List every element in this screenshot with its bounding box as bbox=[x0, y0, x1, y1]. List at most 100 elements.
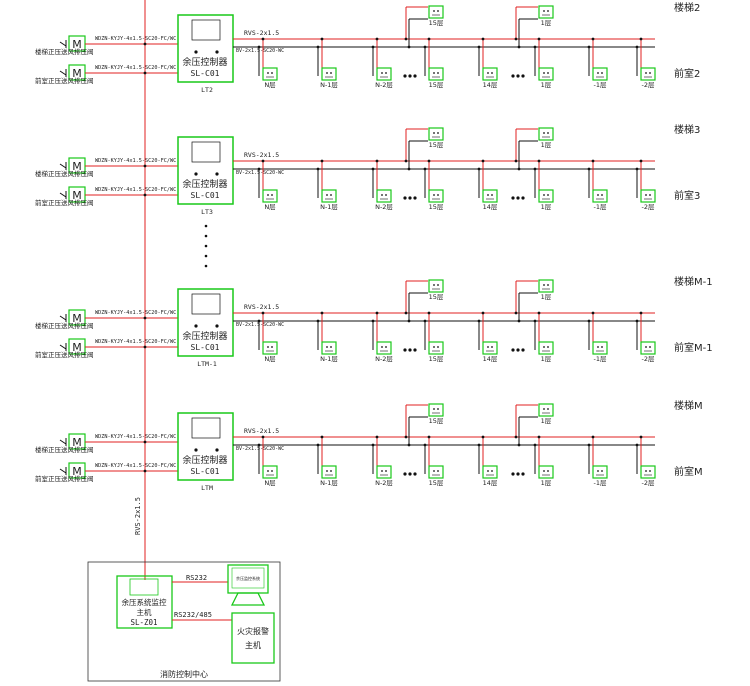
sensor-floor-label: 14层 bbox=[483, 479, 498, 487]
sensor-dot bbox=[267, 346, 269, 348]
fan-cable-label: WDZN-KYJY-4x1.5-SC20-FC/WC bbox=[95, 310, 176, 316]
sensor-dot bbox=[597, 194, 599, 196]
sensor-dot bbox=[645, 346, 647, 348]
controller-frame bbox=[177, 136, 234, 205]
junction-dot bbox=[320, 37, 324, 41]
controller-frame bbox=[177, 412, 234, 481]
sensor-dot bbox=[543, 10, 545, 12]
controller-screen bbox=[191, 293, 221, 315]
fan-arrow bbox=[59, 468, 67, 474]
ellipsis-dot bbox=[521, 74, 525, 78]
fan-cable-label: WDZN-KYJY-4x1.5-SC20-FC/WC bbox=[95, 158, 176, 164]
ellipsis-dot bbox=[516, 196, 520, 200]
junction-dot bbox=[537, 435, 541, 439]
ellipsis-dot bbox=[511, 348, 515, 352]
junction-dot bbox=[261, 311, 265, 315]
bus-label-2: BV-2x1.5-SC20-WC bbox=[236, 322, 284, 328]
ellipsis-dot bbox=[413, 74, 417, 78]
ellipsis-dot bbox=[403, 348, 407, 352]
top-pressure-sensor: 15层 bbox=[428, 127, 444, 149]
ellipsis-dot bbox=[521, 348, 525, 352]
control-center-frame bbox=[87, 561, 281, 682]
floor-ellipsis bbox=[511, 196, 525, 200]
sensor-dot bbox=[597, 346, 599, 348]
junction-dot bbox=[143, 345, 147, 349]
motor-label: M bbox=[72, 341, 82, 354]
sensor-box bbox=[428, 403, 444, 417]
junction-dot bbox=[481, 311, 485, 315]
sensor-dot bbox=[433, 10, 435, 12]
main-cable-label: RVS-2x1.5 bbox=[134, 497, 142, 535]
junction-dot bbox=[143, 469, 147, 473]
controller-name: 余压控制器 bbox=[182, 330, 227, 342]
sensor-dot bbox=[330, 346, 332, 348]
top-pressure-sensor: 15层 bbox=[428, 403, 444, 425]
ellipsis-dot bbox=[413, 472, 417, 476]
junction-dot bbox=[591, 435, 595, 439]
host-line-1: 余压系统监控 bbox=[122, 597, 167, 607]
ellipsis-dot bbox=[408, 348, 412, 352]
junction-dot bbox=[635, 167, 639, 171]
junction-dot bbox=[316, 443, 320, 447]
junction-dot bbox=[404, 435, 408, 439]
fire-line-2: 主机 bbox=[245, 640, 261, 650]
junction-dot bbox=[316, 319, 320, 323]
junction-dot bbox=[533, 319, 537, 323]
ellipsis-dot bbox=[511, 74, 515, 78]
sensor-floor-label: 1层 bbox=[541, 355, 552, 363]
junction-dot bbox=[635, 443, 639, 447]
sensor-floor-label: 1层 bbox=[541, 479, 552, 487]
host-box bbox=[116, 575, 173, 629]
sensor-dot bbox=[487, 470, 489, 472]
junction-dot bbox=[427, 435, 431, 439]
floor-ellipsis bbox=[511, 74, 525, 78]
sensor-dot bbox=[271, 194, 273, 196]
junction-dot bbox=[481, 435, 485, 439]
fan-arrow bbox=[59, 344, 67, 350]
junction-dot bbox=[375, 311, 379, 315]
ellipsis-dot bbox=[521, 472, 525, 476]
sensor-dot bbox=[385, 470, 387, 472]
bottom-pressure-sensor: N-2层 bbox=[375, 465, 393, 487]
ellipsis-dot bbox=[403, 196, 407, 200]
ellipsis-dot bbox=[408, 74, 412, 78]
fire-alarm-host-box bbox=[231, 612, 275, 664]
sensor-dot bbox=[601, 470, 603, 472]
sensor-box bbox=[376, 341, 392, 355]
motor-label: M bbox=[72, 465, 82, 478]
ellipsis-dot bbox=[516, 74, 520, 78]
ellipsis-dot bbox=[408, 196, 412, 200]
sensor-dot bbox=[649, 346, 651, 348]
sensor-dot bbox=[326, 470, 328, 472]
junction-dot bbox=[423, 45, 427, 49]
sensor-dot bbox=[597, 72, 599, 74]
sensor-dot bbox=[437, 284, 439, 286]
controller-knob bbox=[194, 172, 198, 176]
fan-name-label: 楼梯正压送风排压阀 bbox=[35, 169, 94, 178]
junction-dot bbox=[143, 193, 147, 197]
controller-frame bbox=[177, 288, 234, 357]
junction-dot bbox=[537, 311, 541, 315]
bus-label: RVS-2x1.5 bbox=[244, 29, 279, 37]
controller-frame bbox=[177, 14, 234, 83]
sensor-box bbox=[538, 341, 554, 355]
controller-model: SL-C01 bbox=[191, 191, 220, 200]
sensor-dot bbox=[437, 72, 439, 74]
fan-name-label: 前室正压送风排压阀 bbox=[35, 198, 94, 207]
junction-dot bbox=[635, 45, 639, 49]
sensor-dot bbox=[649, 72, 651, 74]
junction-dot bbox=[481, 37, 485, 41]
sensor-floor-label: 15层 bbox=[429, 203, 444, 211]
bottom-pressure-sensor: 14层 bbox=[482, 465, 498, 487]
fan-name-label: 楼梯正压送风排压阀 bbox=[35, 47, 94, 56]
motor-label: M bbox=[72, 160, 82, 173]
sensor-dot bbox=[437, 470, 439, 472]
sensor-dot bbox=[491, 72, 493, 74]
sensor-dot bbox=[487, 72, 489, 74]
junction-dot bbox=[533, 45, 537, 49]
controller-knob bbox=[215, 172, 219, 176]
bottom-pressure-sensor: N-1层 bbox=[320, 67, 338, 89]
bus-label: RVS-2x1.5 bbox=[244, 303, 279, 311]
